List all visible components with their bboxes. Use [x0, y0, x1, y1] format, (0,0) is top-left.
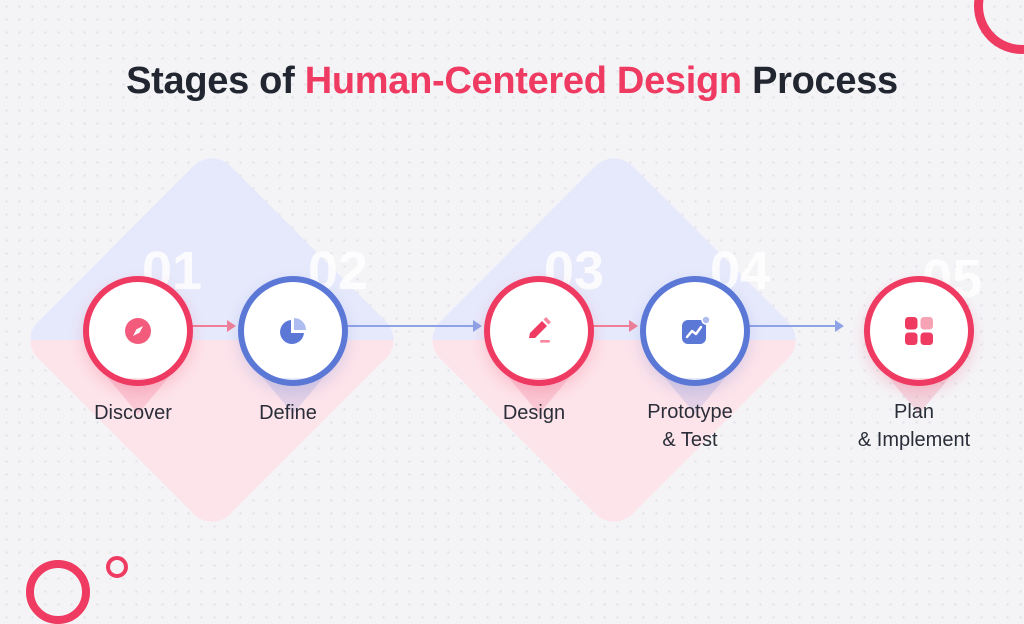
- stage-label-define: Define: [198, 399, 378, 427]
- node-tail: [108, 378, 168, 414]
- decorative-ring-top-right: [974, 0, 1024, 54]
- decorative-ring-bottom-left: [26, 560, 90, 624]
- arrow-design-to-prototype: [584, 320, 638, 332]
- stage-node-define: [238, 276, 348, 414]
- stage-label-design: Design: [444, 399, 624, 427]
- stage-node-plan-implement: [864, 276, 974, 414]
- page-title: Stages of Human-Centered Design Process: [0, 60, 1024, 103]
- label-line-2: & Implement: [857, 429, 971, 451]
- stage-label-plan-implement: Plan & Implement: [824, 398, 1004, 454]
- node-tail: [263, 378, 323, 414]
- title-highlight: Human-Centered Design: [304, 60, 742, 102]
- stage-label-prototype-test: Prototype & Test: [600, 398, 780, 454]
- title-suffix: Process: [741, 60, 898, 102]
- compass-icon: [125, 318, 151, 344]
- arrow-define-to-design: [338, 320, 482, 332]
- stage-node-discover: [83, 276, 193, 414]
- label-line-1: Design: [502, 402, 566, 424]
- label-line-1: Discover: [94, 402, 172, 424]
- stage-label-discover: Discover: [43, 399, 223, 427]
- arrow-prototype-to-plan: [740, 320, 844, 332]
- node-tail: [509, 378, 569, 414]
- stage-node-design: [484, 276, 594, 414]
- title-prefix: Stages of: [126, 60, 305, 102]
- label-line-1: Prototype: [647, 401, 733, 423]
- label-line-1: Define: [259, 402, 317, 424]
- label-line-2: & Test: [662, 429, 718, 451]
- node-tail: [665, 378, 725, 414]
- node-tail: [889, 378, 949, 414]
- arrow-discover-to-define: [182, 320, 236, 332]
- grid-apps-icon: [905, 317, 933, 345]
- decorative-ring-small: [106, 556, 128, 578]
- stage-node-prototype-test: [640, 276, 750, 414]
- trend-chart-icon: [682, 315, 711, 344]
- pie-chart-icon: [280, 318, 306, 344]
- pencil-icon: [529, 317, 551, 343]
- label-line-1: Plan: [893, 401, 935, 423]
